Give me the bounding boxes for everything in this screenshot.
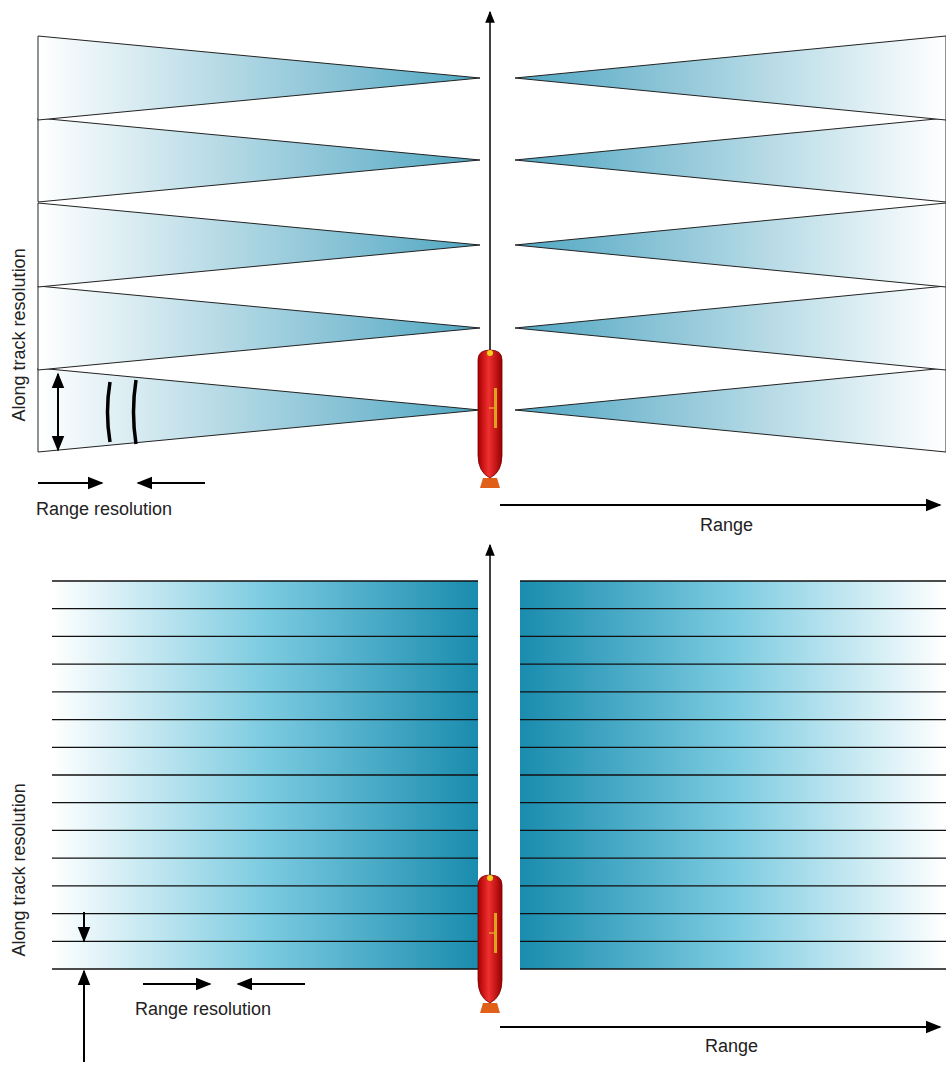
beam-line xyxy=(52,968,478,969)
range-arrow xyxy=(500,504,940,506)
beam-line xyxy=(52,913,478,914)
beam-line xyxy=(520,802,946,803)
beam-footprint xyxy=(38,368,480,452)
beam-line xyxy=(520,941,946,942)
beam-line xyxy=(520,636,946,637)
beam-line xyxy=(52,663,478,664)
resolution-arrow xyxy=(83,971,85,1062)
axis-label-vertical: Along track resolution xyxy=(10,248,30,421)
beam-line xyxy=(520,580,946,581)
synthetic-beam-left xyxy=(52,581,478,969)
axis-label: Range resolution xyxy=(36,500,172,520)
beam-line xyxy=(520,719,946,720)
beam-line xyxy=(520,663,946,664)
resolution-arrow xyxy=(38,482,102,484)
beam-line xyxy=(52,885,478,886)
resolution-arrow xyxy=(143,983,210,985)
axis-label: Range xyxy=(705,1037,758,1057)
resolution-arrow xyxy=(57,374,59,450)
beam-footprint xyxy=(38,203,480,287)
beam-footprint xyxy=(515,36,946,120)
track-arrow xyxy=(489,545,491,875)
beam-line xyxy=(520,968,946,969)
beam-line xyxy=(52,941,478,942)
beam-footprint xyxy=(515,286,946,370)
range-cell-arc xyxy=(134,380,137,444)
beam-line xyxy=(520,857,946,858)
range-arrow xyxy=(500,1026,940,1028)
beam-line xyxy=(52,774,478,775)
beam-footprint xyxy=(38,118,480,202)
beam-line xyxy=(520,747,946,748)
resolution-arrow xyxy=(83,912,85,941)
track-arrow xyxy=(489,12,491,350)
beam-line xyxy=(520,608,946,609)
auv-vehicle xyxy=(478,350,502,488)
beam-footprint xyxy=(515,203,946,287)
beam-footprint xyxy=(38,36,480,120)
beam-line xyxy=(52,636,478,637)
beam-line xyxy=(52,857,478,858)
beam-line xyxy=(52,830,478,831)
beam-footprint xyxy=(515,368,946,452)
axis-label: Range resolution xyxy=(135,1000,271,1020)
synthetic-beam-right xyxy=(520,581,946,969)
beam-line xyxy=(52,747,478,748)
beam-line xyxy=(52,719,478,720)
beam-footprint xyxy=(38,286,480,370)
beam-line xyxy=(52,580,478,581)
range-cell-arc xyxy=(108,382,111,442)
axis-label-vertical: Along track resolution xyxy=(10,783,30,956)
beam-line xyxy=(520,913,946,914)
axis-label: Range xyxy=(700,516,753,536)
beam-line xyxy=(520,774,946,775)
beam-footprint xyxy=(515,118,946,202)
beam-line xyxy=(52,608,478,609)
beam-line xyxy=(520,691,946,692)
beam-line xyxy=(52,691,478,692)
beam-line xyxy=(52,802,478,803)
auv-vehicle xyxy=(478,875,502,1013)
beam-line xyxy=(520,885,946,886)
resolution-arrow xyxy=(238,983,305,985)
resolution-arrow xyxy=(138,482,205,484)
beam-line xyxy=(520,830,946,831)
